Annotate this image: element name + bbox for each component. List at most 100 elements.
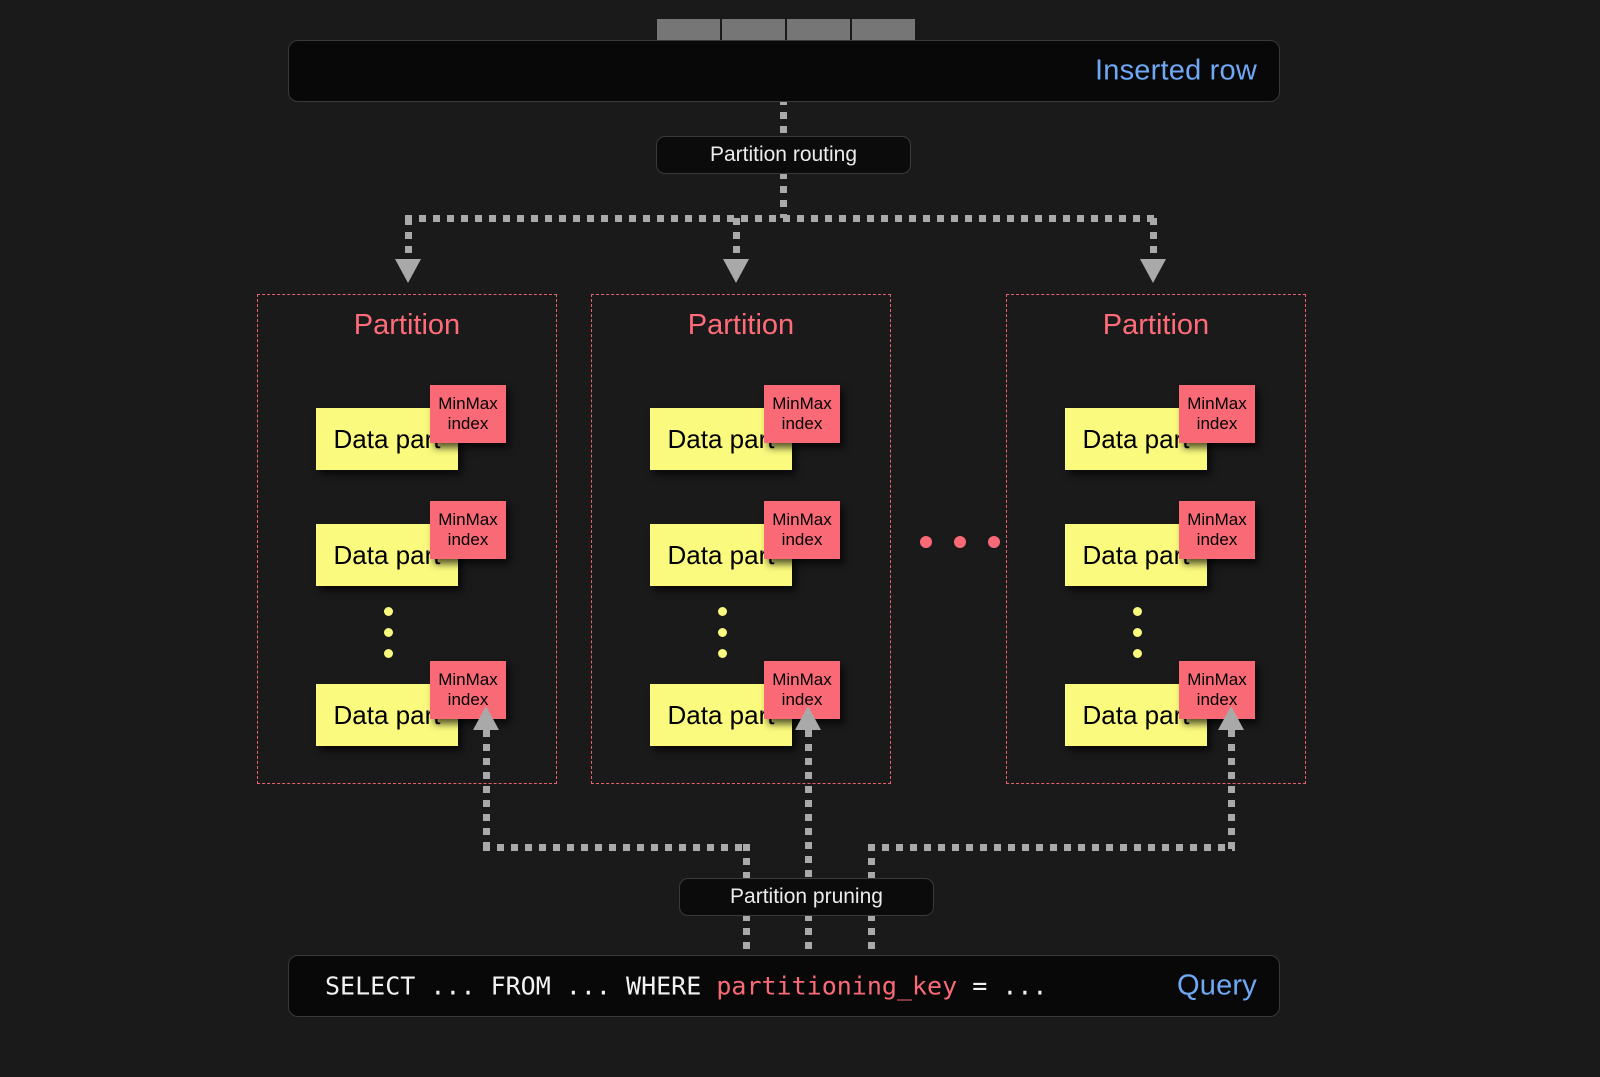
data-part-ellipsis	[384, 607, 393, 658]
connector-pruning-to-partition-1	[483, 730, 490, 850]
arrowhead-up-partition-1	[473, 706, 499, 730]
partition-title: Partition	[687, 309, 795, 341]
data-part-ellipsis	[1133, 607, 1142, 658]
query-bar: SELECT ... FROM ... WHERE partitioning_k…	[288, 955, 1280, 1017]
arrowhead-up-partition-2	[795, 706, 821, 730]
minmax-index-line2: index	[1196, 690, 1238, 709]
minmax-index-line2: index	[1196, 530, 1238, 549]
minmax-index-box[interactable]: MinMax index	[764, 385, 840, 443]
minmax-index-line1: MinMax	[1187, 669, 1247, 689]
minmax-index-line1: MinMax	[1187, 393, 1247, 413]
partition-title: Partition	[1102, 309, 1210, 341]
data-part-row[interactable]: MinMax index Data part	[650, 501, 870, 597]
minmax-index-box[interactable]: MinMax index	[430, 501, 506, 559]
partition-box-2[interactable]: Partition MinMax index Data part MinMax …	[591, 294, 891, 784]
connector-fanout-bus	[405, 215, 1157, 222]
connector-bus-left-riser	[743, 844, 750, 884]
minmax-index-line2: index	[781, 690, 823, 709]
minmax-index-line1: MinMax	[438, 393, 498, 413]
ellipsis-dot	[384, 607, 393, 616]
arrowhead-up-partition-3	[1218, 706, 1244, 730]
minmax-index-line1: MinMax	[1187, 509, 1247, 529]
connector-pruning-to-partition-2	[805, 730, 812, 880]
minmax-index-line1: MinMax	[772, 669, 832, 689]
partition-pruning-box: Partition pruning	[679, 878, 934, 916]
data-part-row[interactable]: MinMax index Data part	[316, 385, 536, 481]
ellipsis-dot	[384, 628, 393, 637]
data-part-row[interactable]: MinMax index Data part	[1065, 661, 1285, 757]
ellipsis-dot	[718, 607, 727, 616]
row-cell	[787, 19, 850, 41]
data-part-row[interactable]: MinMax index Data part	[650, 661, 870, 757]
row-cell	[657, 19, 720, 41]
minmax-index-line2: index	[781, 530, 823, 549]
partition-routing-label: Partition routing	[709, 143, 858, 166]
ellipsis-dot	[1133, 649, 1142, 658]
ellipsis-dot	[718, 649, 727, 658]
partition-title: Partition	[353, 309, 461, 341]
query-text: SELECT ... FROM ... WHERE partitioning_k…	[325, 971, 1048, 1001]
minmax-index-line2: index	[447, 414, 489, 433]
ellipsis-dot	[1133, 607, 1142, 616]
ellipsis-dot	[384, 649, 393, 658]
inserted-row-bar: Inserted row	[288, 40, 1280, 102]
ellipsis-dot	[718, 628, 727, 637]
minmax-index-line1: MinMax	[438, 509, 498, 529]
data-part-label: Data part	[667, 423, 775, 454]
arrowhead-down-partition-3	[1140, 259, 1166, 283]
connector-bus-to-partition-1	[405, 218, 412, 262]
data-part-label: Data part	[667, 539, 775, 570]
minmax-index-line1: MinMax	[772, 509, 832, 529]
partition-box-3[interactable]: Partition MinMax index Data part MinMax …	[1006, 294, 1306, 784]
ellipsis-dot	[954, 536, 966, 548]
data-part-ellipsis	[718, 607, 727, 658]
ellipsis-dot	[988, 536, 1000, 548]
data-part-row[interactable]: MinMax index Data part	[316, 661, 536, 757]
connector-pruning-to-query-left	[743, 914, 750, 958]
query-label: Query	[1177, 969, 1257, 1002]
minmax-index-line2: index	[1196, 414, 1238, 433]
minmax-index-box[interactable]: MinMax index	[764, 501, 840, 559]
inserted-row-label: Inserted row	[1095, 54, 1257, 87]
connector-pruning-to-query-mid	[805, 914, 812, 958]
arrowhead-down-partition-1	[395, 259, 421, 283]
minmax-index-line2: index	[447, 530, 489, 549]
arrowhead-down-partition-2	[723, 259, 749, 283]
inserted-row-cells	[657, 19, 915, 41]
data-part-label: Data part	[1082, 539, 1190, 570]
partition-ellipsis	[920, 536, 1000, 548]
data-part-label: Data part	[333, 539, 441, 570]
connector-bus-to-partition-2	[733, 218, 740, 262]
connector-row-to-routing	[780, 84, 787, 140]
partition-box-1[interactable]: Partition MinMax index Data part MinMax …	[257, 294, 557, 784]
connector-bus-to-partition-3	[1150, 218, 1157, 262]
partition-routing-box: Partition routing	[656, 136, 911, 174]
minmax-index-box[interactable]: MinMax index	[430, 661, 506, 719]
ellipsis-dot	[920, 536, 932, 548]
data-part-label: Data part	[1082, 423, 1190, 454]
data-part-row[interactable]: MinMax index Data part	[1065, 385, 1285, 481]
data-part-row[interactable]: MinMax index Data part	[1065, 501, 1285, 597]
connector-pruning-bus-left	[483, 844, 747, 851]
connector-routing-to-bus	[780, 172, 787, 218]
data-part-label: Data part	[333, 423, 441, 454]
minmax-index-box[interactable]: MinMax index	[764, 661, 840, 719]
minmax-index-box[interactable]: MinMax index	[1179, 501, 1255, 559]
data-part-label: Data part	[333, 699, 441, 730]
ellipsis-dot	[1133, 628, 1142, 637]
connector-pruning-to-query-right	[868, 914, 875, 958]
row-cell	[722, 19, 785, 41]
data-part-label: Data part	[667, 699, 775, 730]
partition-pruning-label: Partition pruning	[730, 885, 883, 908]
minmax-index-line1: MinMax	[438, 669, 498, 689]
data-part-row[interactable]: MinMax index Data part	[650, 385, 870, 481]
data-part-row[interactable]: MinMax index Data part	[316, 501, 536, 597]
row-cell	[852, 19, 915, 41]
minmax-index-line2: index	[781, 414, 823, 433]
connector-pruning-bus-right	[868, 844, 1235, 851]
data-part-label: Data part	[1082, 699, 1190, 730]
minmax-index-box[interactable]: MinMax index	[1179, 385, 1255, 443]
minmax-index-box[interactable]: MinMax index	[430, 385, 506, 443]
connector-pruning-to-partition-3	[1228, 730, 1235, 850]
